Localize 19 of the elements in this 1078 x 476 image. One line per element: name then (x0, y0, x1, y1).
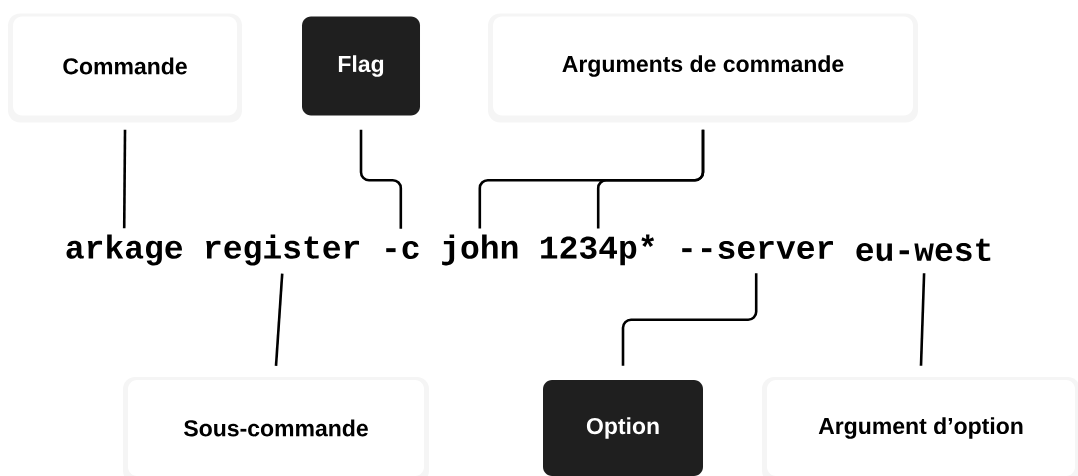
label-box: Argument d’option (762, 377, 1078, 476)
leader-line (122, 129, 127, 229)
leader-line (919, 273, 926, 366)
code-word: john (442, 234, 518, 266)
code-word: eu-west (856, 238, 991, 262)
leader-line (596, 129, 705, 229)
code-word: 1234p* (541, 234, 655, 266)
code-word: register (206, 234, 359, 266)
code-word: --server (682, 240, 833, 260)
label-box: Flag (302, 16, 420, 116)
label-box: Commande (8, 13, 242, 123)
code-word: -c (386, 240, 419, 260)
code-word: arkage (66, 234, 182, 266)
label-box: Sous-commande (123, 377, 429, 476)
leader-line (359, 129, 403, 229)
leader-line (621, 273, 758, 366)
label-box: Arguments de commande (488, 13, 918, 123)
leader-line (274, 273, 284, 366)
label-box: Option (543, 380, 703, 476)
